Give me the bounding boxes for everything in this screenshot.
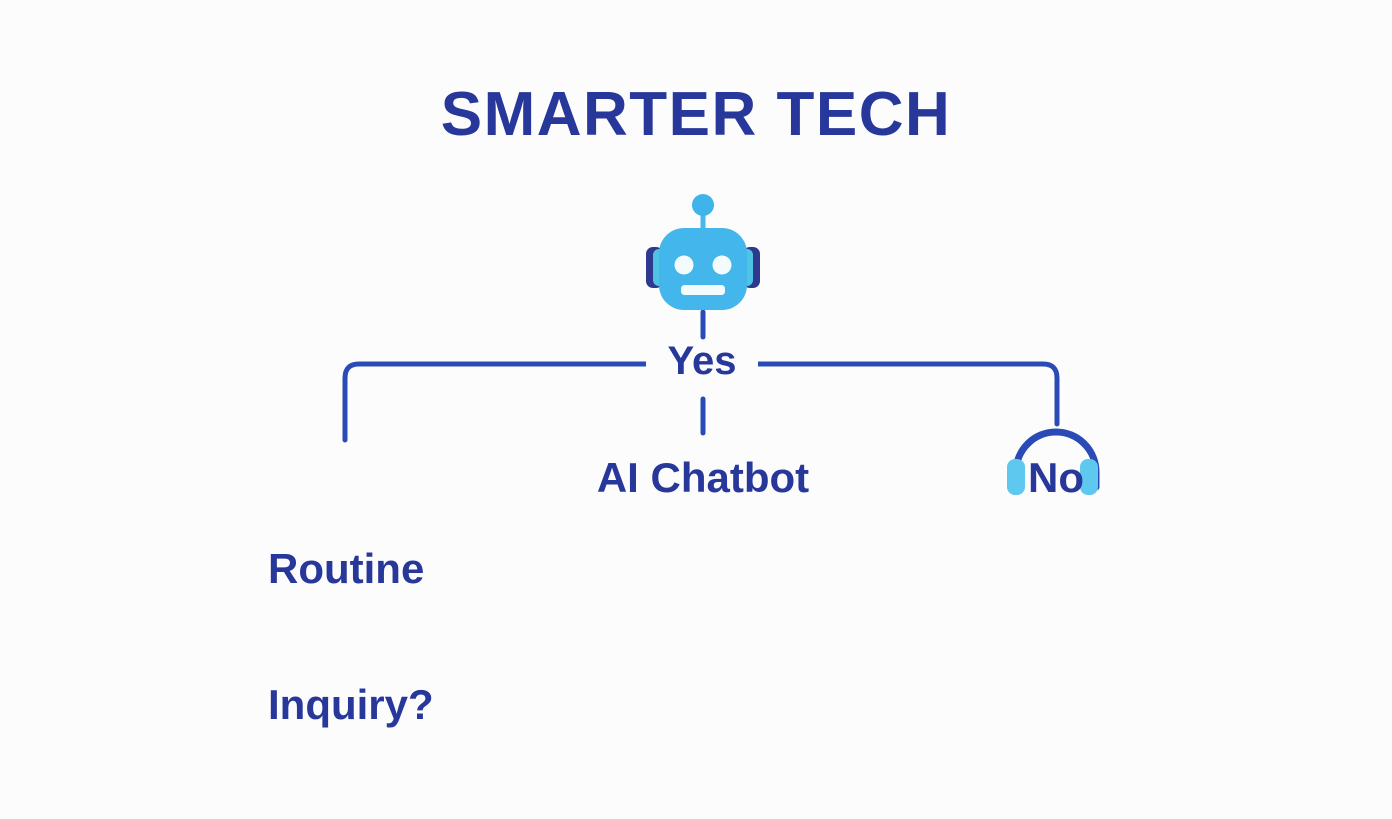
connector-left-branch [342,361,651,443]
robot-eye-right [712,255,732,275]
branch-label-routine-line-1: Routine [268,544,425,592]
robot-mouth [681,285,725,295]
branch-label-no: No [1028,454,1084,501]
connector-right-branch [753,361,1060,427]
diagram-canvas: SMARTER TECH [268,80,1100,728]
decision-label-yes: Yes [646,339,758,384]
flowchart-graphics [342,194,1100,495]
robot-head [659,228,747,310]
robot-eye-left [674,255,694,275]
headset-icon [1007,428,1100,495]
branch-label-ai-chatbot: AI Chatbot [596,454,810,501]
robot-icon [646,194,760,310]
headset-band [1012,428,1100,491]
branch-label-routine-inquiry: Routine Inquiry? [200,455,500,818]
page-title: SMARTER TECH [440,80,952,149]
branch-label-routine-line-2: Inquiry? [268,680,434,728]
headset-cup-right [1080,459,1098,495]
headset-cup-left [1007,459,1025,495]
robot-antenna-ball [692,194,714,216]
